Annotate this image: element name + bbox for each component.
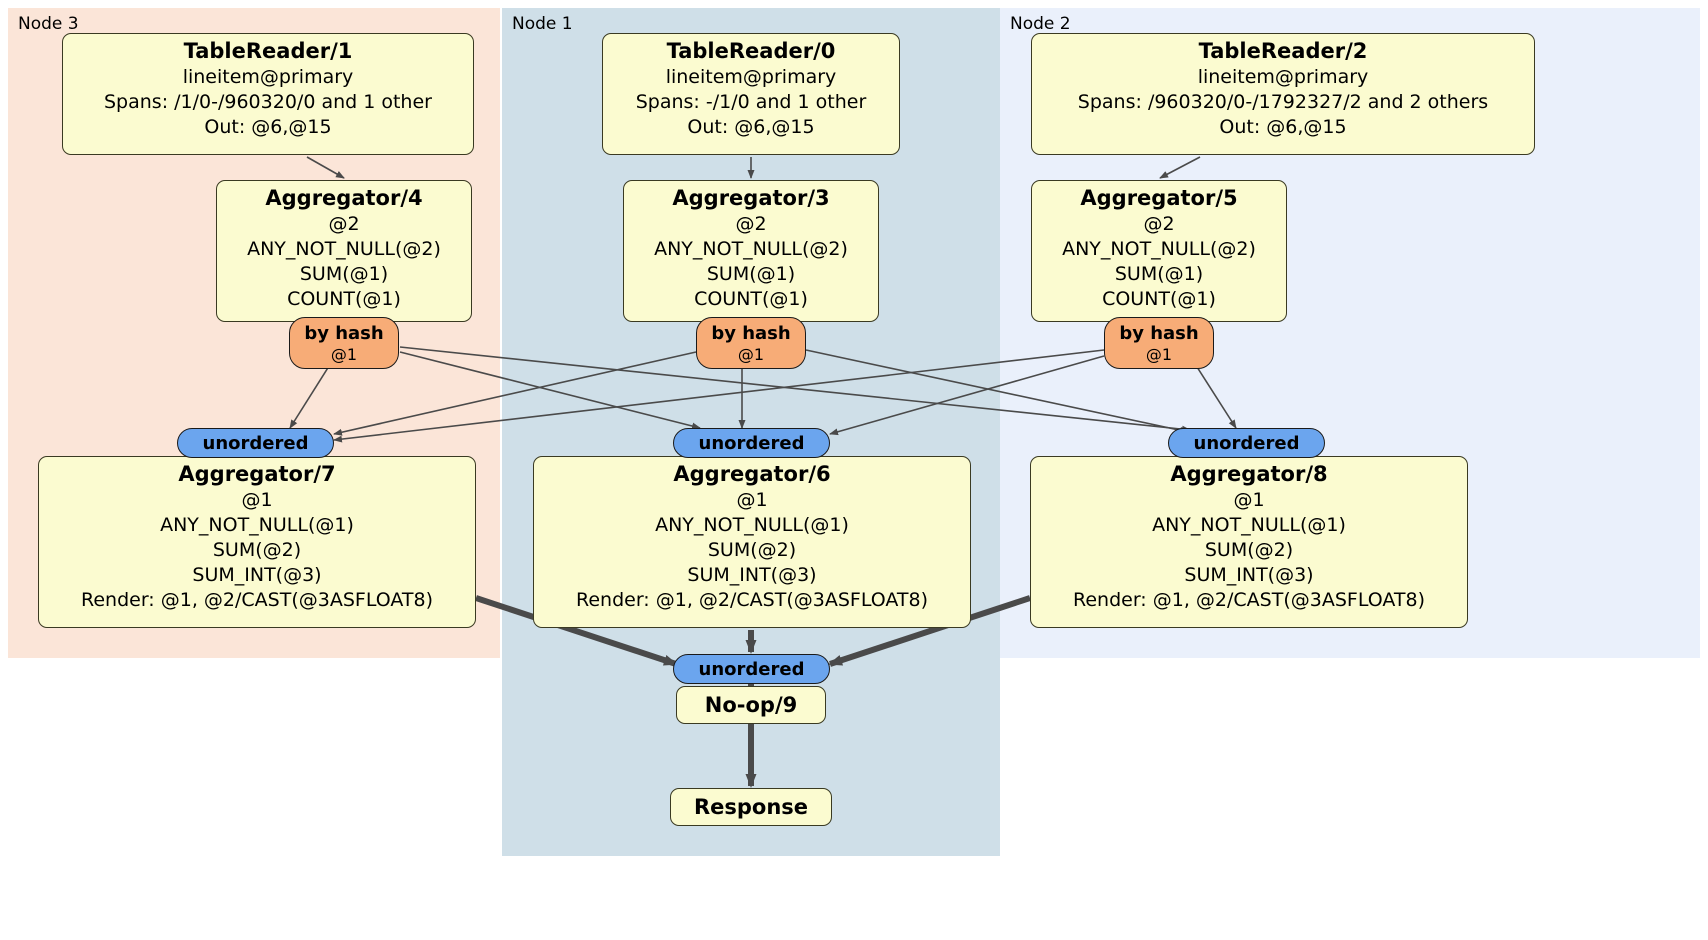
edge-hash-out-3-to-unordered-in-8 bbox=[805, 349, 1189, 434]
stream-pill-label: unordered bbox=[698, 433, 805, 454]
plan-box-detail-line: SUM(@2) bbox=[707, 539, 797, 561]
plan-box-detail-line: @1 bbox=[1233, 489, 1265, 511]
plan-box-detail-line: SUM_INT(@3) bbox=[192, 564, 322, 586]
stream-pill-label: unordered bbox=[202, 433, 309, 454]
plan-box-detail-line: lineitem@primary bbox=[1197, 66, 1369, 88]
plan-box-detail-line: @2 bbox=[1143, 213, 1175, 235]
plan-box-detail-line: Out: @6,@15 bbox=[204, 116, 332, 138]
plan-box-title: Aggregator/8 bbox=[1170, 462, 1328, 486]
plan-box-detail-line: Spans: /960320/0-/1792327/2 and 2 others bbox=[1077, 91, 1489, 113]
plan-box-title: Response bbox=[693, 794, 809, 819]
stream-pill-unordered-in-6[interactable]: unordered bbox=[673, 428, 830, 458]
stream-pill-column: @1 bbox=[737, 345, 765, 364]
plan-box-noop9[interactable]: No-op/9 bbox=[676, 686, 826, 724]
region-label-node2: Node 2 bbox=[1010, 14, 1071, 34]
plan-box-detail-line: SUM_INT(@3) bbox=[1184, 564, 1314, 586]
plan-box-detail-line: SUM_INT(@3) bbox=[687, 564, 817, 586]
plan-box-title: TableReader/0 bbox=[666, 39, 836, 63]
plan-box-detail-line: SUM(@1) bbox=[706, 263, 796, 285]
plan-box-title: No-op/9 bbox=[704, 692, 798, 717]
stream-pill-label: by hash bbox=[1119, 323, 1199, 344]
edge-hash-out-3-to-unordered-in-7 bbox=[333, 351, 697, 436]
stream-pill-unordered-in-7[interactable]: unordered bbox=[177, 428, 334, 458]
region-label-node1: Node 1 bbox=[512, 14, 573, 34]
stream-pill-column: @1 bbox=[330, 345, 358, 364]
stream-pill-label: by hash bbox=[304, 323, 384, 344]
plan-box-detail-line: Spans: -/1/0 and 1 other bbox=[635, 91, 867, 113]
plan-box-detail-line: lineitem@primary bbox=[182, 66, 354, 88]
stream-pill-hash-out-4[interactable]: by hash@1 bbox=[289, 317, 399, 369]
plan-box-detail-line: COUNT(@1) bbox=[287, 288, 401, 310]
edge-hash-out-5-to-unordered-in-6 bbox=[829, 355, 1105, 436]
plan-box-detail-line: lineitem@primary bbox=[665, 66, 837, 88]
edge-hash-out-4-to-unordered-in-6 bbox=[399, 351, 701, 430]
plan-box-detail-line: ANY_NOT_NULL(@1) bbox=[1152, 514, 1346, 536]
stream-pill-hash-out-5[interactable]: by hash@1 bbox=[1104, 317, 1214, 369]
plan-box-title: Aggregator/4 bbox=[265, 186, 423, 210]
plan-box-detail-line: @2 bbox=[328, 213, 360, 235]
plan-box-detail-line: Render: @1, @2/CAST(@3ASFLOAT8) bbox=[576, 589, 928, 611]
plan-box-detail-line: Render: @1, @2/CAST(@3ASFLOAT8) bbox=[81, 589, 433, 611]
stream-pill-unordered-in-9[interactable]: unordered bbox=[673, 654, 830, 684]
plan-box-detail-line: ANY_NOT_NULL(@2) bbox=[654, 238, 848, 260]
plan-box-detail-line: @1 bbox=[736, 489, 768, 511]
region-label-node3: Node 3 bbox=[18, 14, 79, 34]
plan-box-detail-line: ANY_NOT_NULL(@2) bbox=[1062, 238, 1256, 260]
stream-pill-label: by hash bbox=[711, 323, 791, 344]
stream-pill-hash-out-3[interactable]: by hash@1 bbox=[696, 317, 806, 369]
stream-pill-label: unordered bbox=[698, 659, 805, 680]
plan-box-title: Aggregator/5 bbox=[1080, 186, 1238, 210]
plan-box-detail-line: SUM(@1) bbox=[299, 263, 389, 285]
plan-box-detail-line: Out: @6,@15 bbox=[687, 116, 815, 138]
plan-box-detail-line: SUM(@2) bbox=[212, 539, 302, 561]
plan-box-title: Aggregator/7 bbox=[178, 462, 336, 486]
plan-box-detail-line: ANY_NOT_NULL(@1) bbox=[160, 514, 354, 536]
edge-tablereader1-to-aggregator4 bbox=[306, 156, 345, 179]
plan-box-title: Aggregator/6 bbox=[673, 462, 831, 486]
edge-aggregator8-to-unordered-in-9 bbox=[828, 595, 1031, 667]
edge-hash-out-5-to-unordered-in-7 bbox=[333, 349, 1105, 443]
plan-box-response[interactable]: Response bbox=[670, 788, 832, 826]
edge-hash-out-4-to-unordered-in-8 bbox=[399, 346, 1191, 433]
edge-aggregator7-to-unordered-in-9 bbox=[475, 595, 678, 667]
plan-box-detail-line: SUM(@1) bbox=[1114, 263, 1204, 285]
stream-pill-unordered-in-8[interactable]: unordered bbox=[1168, 428, 1325, 458]
plan-box-detail-line: COUNT(@1) bbox=[1102, 288, 1216, 310]
plan-box-detail-line: ANY_NOT_NULL(@1) bbox=[655, 514, 849, 536]
plan-box-title: Aggregator/3 bbox=[672, 186, 830, 210]
plan-box-detail-line: Out: @6,@15 bbox=[1219, 116, 1347, 138]
edge-tablereader2-to-aggregator5 bbox=[1159, 156, 1201, 179]
plan-box-detail-line: COUNT(@1) bbox=[694, 288, 808, 310]
plan-box-detail-line: ANY_NOT_NULL(@2) bbox=[247, 238, 441, 260]
plan-box-detail-line: @2 bbox=[735, 213, 767, 235]
plan-box-detail-line: Render: @1, @2/CAST(@3ASFLOAT8) bbox=[1073, 589, 1425, 611]
plan-box-title: TableReader/1 bbox=[183, 39, 353, 63]
plan-box-detail-line: Spans: /1/0-/960320/0 and 1 other bbox=[104, 91, 432, 113]
plan-box-detail-line: @1 bbox=[241, 489, 273, 511]
stream-pill-column: @1 bbox=[1145, 345, 1173, 364]
plan-box-title: TableReader/2 bbox=[1198, 39, 1368, 63]
plan-box-detail-line: SUM(@2) bbox=[1204, 539, 1294, 561]
stream-pill-label: unordered bbox=[1193, 433, 1300, 454]
